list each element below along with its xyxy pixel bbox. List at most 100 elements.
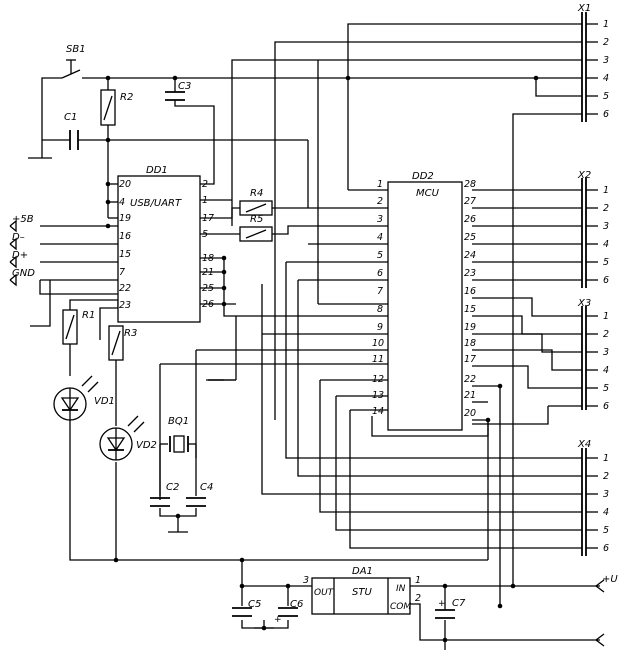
- x2-pin: 6: [603, 275, 609, 286]
- dd2-pin: 18: [464, 338, 476, 349]
- junctions: [105, 75, 539, 643]
- resistor-r4: [239, 200, 273, 216]
- capacitor-c3: [165, 91, 185, 101]
- dd2-pin: 17: [464, 354, 476, 365]
- x2-pin: 4: [603, 239, 609, 250]
- x4-pin: 4: [603, 507, 609, 518]
- x1-pin: 5: [603, 91, 609, 102]
- usb-signal-label: D+: [12, 250, 28, 261]
- led-vd2: [99, 415, 145, 461]
- dd2-pin: 5: [377, 250, 383, 261]
- da1-com-label: COM: [390, 602, 411, 612]
- c6-label: C6: [290, 599, 303, 610]
- da1-out-label: OUT: [314, 588, 335, 598]
- dd2-pin: 22: [464, 374, 476, 385]
- dd2-pin: 14: [372, 406, 384, 417]
- x4-pin: 3: [603, 489, 609, 500]
- io-arrows: [9, 219, 605, 647]
- x3-pin: 5: [603, 383, 609, 394]
- r1-label: R1: [82, 310, 95, 321]
- dd2-pin: 23: [464, 268, 476, 279]
- x3-pin: 3: [603, 347, 609, 358]
- x2-pin: 1: [603, 185, 609, 196]
- capacitor-c4: [186, 497, 206, 507]
- resistor-r1: [62, 309, 78, 345]
- dd2-pin: 7: [377, 286, 383, 297]
- dd1-pin: 5: [202, 229, 208, 240]
- dd1-pin: 1: [202, 195, 208, 206]
- dd2-pin: 19: [464, 322, 476, 333]
- dd2-pin: 2: [377, 196, 383, 207]
- led-vd1: [53, 375, 99, 421]
- dd1-chip: DD1 USB/UART 20 4 19 16 15 7 22 23 2 1 1…: [117, 165, 214, 323]
- r3-label: R3: [124, 328, 137, 339]
- dd2-pin: 12: [372, 374, 384, 385]
- c5-label: C5: [248, 599, 261, 610]
- dd2-pin: 28: [464, 179, 476, 190]
- x3-label: X3: [577, 298, 591, 309]
- dd2-pin: 20: [464, 408, 476, 419]
- wires: [28, 23, 600, 650]
- dd1-pin: 25: [202, 283, 214, 294]
- resistor-r5: [239, 226, 273, 242]
- x3-pin: 4: [603, 365, 609, 376]
- vd2-label: VD2: [136, 440, 157, 451]
- dd1-pin: 16: [119, 231, 131, 242]
- dd1-pin: 18: [202, 253, 214, 264]
- da1-in-label: IN: [396, 584, 406, 594]
- dd2-pin: 13: [372, 390, 384, 401]
- x3-pin: 6: [603, 401, 609, 412]
- dd2-pin: 6: [377, 268, 383, 279]
- dd2-ref: DD2: [412, 171, 434, 182]
- capacitor-c2: [150, 497, 170, 507]
- x1-pin: 1: [603, 19, 609, 30]
- c4-label: C4: [200, 482, 213, 493]
- dd2-chip: DD2 MCU 1 2 3 4 5 6 7 8 9 10 11 12 13 14…: [372, 171, 476, 431]
- da1-pin: 1: [415, 575, 421, 586]
- capacitor-c5: [232, 607, 252, 617]
- x1-label: X1: [577, 3, 591, 14]
- resistor-r2: [100, 89, 116, 126]
- ground-symbols: [168, 379, 274, 629]
- dd2-label: MCU: [416, 188, 440, 199]
- dd2-pin: 11: [372, 354, 384, 365]
- x4-pin: 2: [603, 471, 609, 482]
- dd1-pin: 4: [119, 197, 125, 208]
- dd2-pin: 15: [464, 304, 476, 315]
- da1-pin: 2: [415, 593, 421, 604]
- dd2-pin: 1: [377, 179, 383, 190]
- button-sb1: [61, 59, 81, 79]
- x2-pin: 2: [603, 203, 609, 214]
- r4-label: R4: [250, 188, 263, 199]
- dd2-pin: 24: [464, 250, 476, 261]
- vd1-label: VD1: [94, 396, 115, 407]
- x2-pin: 3: [603, 221, 609, 232]
- dd1-label: USB/UART: [130, 198, 182, 209]
- dd1-pin: 2: [202, 179, 208, 190]
- usb-signal-label: D–: [12, 232, 25, 243]
- x4-pin: 5: [603, 525, 609, 536]
- dd2-pin: 9: [377, 322, 383, 333]
- sb1-label: SB1: [66, 44, 86, 55]
- dd2-pin: 26: [464, 214, 476, 225]
- dd1-pin: 17: [202, 213, 214, 224]
- capacitor-c1: [69, 130, 79, 150]
- quartz-bq1: [169, 435, 189, 453]
- dd1-pin: 19: [119, 213, 131, 224]
- dd2-pin: 21: [464, 390, 476, 401]
- bq1-label: BQ1: [168, 416, 189, 427]
- da1-ref: DA1: [352, 566, 373, 577]
- dd1-pin: 22: [119, 283, 131, 294]
- dd1-pin: 21: [202, 267, 214, 278]
- da1-label: STU: [352, 587, 372, 598]
- c2-label: C2: [166, 482, 179, 493]
- capacitor-c7: [435, 609, 455, 619]
- x2-label: X2: [577, 170, 591, 181]
- c7-plus-label: +: [438, 599, 446, 609]
- r5-label: R5: [250, 214, 263, 225]
- dd2-pin: 4: [377, 232, 383, 243]
- dd2-pin: 27: [464, 196, 476, 207]
- dd2-pin: 25: [464, 232, 476, 243]
- usb-signal-label: GND: [12, 268, 35, 279]
